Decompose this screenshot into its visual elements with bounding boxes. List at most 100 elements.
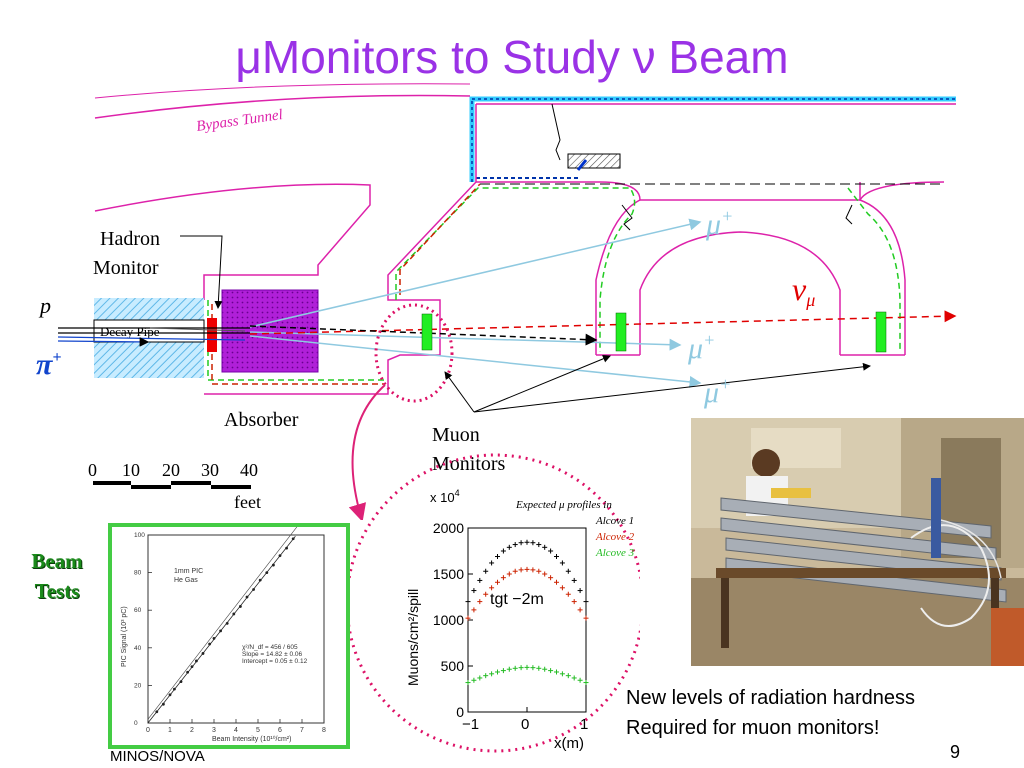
beam-plot-ylabel: PIC Signal (10³ pC) [121, 606, 128, 667]
pion-label: π+ [36, 348, 62, 381]
beam-plot-point [232, 612, 236, 616]
beam-plot-point [168, 693, 172, 697]
beam-plot-fit-line [147, 535, 296, 724]
muon-ray-lower [249, 335, 702, 388]
beam-plot-xtick-label: 1 [168, 727, 172, 734]
profile-legend-alcove-1: Alcove 1 [595, 515, 634, 527]
beam-plot-point [245, 595, 249, 599]
profile-xlabel: x(m) [554, 735, 584, 752]
svg-text:30: 30 [201, 460, 219, 480]
beam-plot-ytick-label: 20 [134, 682, 142, 689]
profile-legend-alcove-2: Alcove 2 [595, 531, 635, 543]
beam-plot-fit-band [147, 522, 301, 720]
beam-plot-xlabel: Beam Intensity (10¹⁰/cm²) [212, 735, 291, 743]
beam-plot-xtick-label: 8 [322, 727, 326, 734]
muon-label-mid: μ+ [687, 330, 715, 365]
beam-plot-ytick-label: 40 [134, 645, 142, 652]
scale-unit: feet [234, 492, 261, 512]
svg-text:20: 20 [162, 460, 180, 480]
page-number: 9 [950, 742, 961, 762]
beam-plot-point [252, 588, 256, 591]
beam-plot-point [195, 659, 198, 663]
muon-monitor-alcove-3 [875, 311, 887, 353]
beam-plot-fit [147, 522, 301, 724]
target-hall-wall [94, 183, 371, 300]
svg-text:0: 0 [88, 460, 97, 480]
muon-monitors-label-2: Monitors [432, 453, 506, 475]
detector-photo [691, 418, 1024, 666]
beam-plot-xtick-label: 5 [256, 727, 260, 734]
beam-plot-point [173, 687, 176, 691]
profile-legend-title: Expected μ profiles in [515, 499, 612, 511]
muon-ray-mid [249, 331, 682, 351]
beam-plot-point [212, 637, 216, 640]
profile-ytick-label: 1000 [433, 612, 464, 628]
neutrino-label: νμ [792, 271, 815, 310]
beam-plot-xtick-label: 6 [278, 727, 282, 734]
beam-plot-xtick-label: 0 [146, 727, 150, 734]
profile-ytick-label: 500 [441, 658, 465, 674]
muon-monitor-alcove-2 [615, 312, 627, 352]
bypass-tunnel-label: Bypass Tunnel [195, 107, 283, 135]
beam-plot-points [155, 537, 295, 714]
beam-plot-point [186, 670, 189, 674]
beam-plot-point [278, 554, 282, 558]
profile-annotation: tgt −2m [490, 591, 544, 608]
profile-multiplier: x 104 [430, 488, 460, 505]
svg-text:10: 10 [122, 460, 140, 480]
profile-frame-box [467, 527, 587, 713]
beam-plot-frame-box [147, 534, 325, 724]
profile-axes [467, 527, 587, 713]
page-title: μMonitors to Study ν Beam [235, 31, 789, 83]
beam-plot-point [285, 546, 288, 550]
tunnel-outline [469, 96, 956, 182]
beam-plot-point [291, 537, 295, 541]
beam-plot-ytick-label: 0 [134, 720, 138, 727]
profile-ylabel: Muons/cm²/spill [405, 589, 421, 686]
beam-tests-label: Beam Tests [31, 549, 83, 603]
muon-monitor-alcove-1 [421, 313, 433, 351]
scale-bar: 0 10 20 30 40 feet [88, 460, 261, 512]
profile-xtick-label: −1 [462, 716, 479, 733]
hadron-monitor-label-2: Monitor [93, 257, 159, 279]
beam-plot-point [201, 652, 205, 655]
beam-plot-xtick-label: 2 [190, 727, 194, 734]
muon-monitors-label-1: Muon [432, 424, 480, 446]
hadron-monitor [207, 318, 217, 352]
beam-plot-ytick-label: 80 [134, 570, 142, 577]
decay-pipe-label: Decay Pipe [100, 324, 160, 339]
beam-plot-xtick-label: 7 [300, 727, 304, 734]
caption: New levels of radiation hardness Require… [626, 687, 916, 739]
beam-plot-annotation-1: 1mm PIC [174, 568, 203, 575]
beam-plot-annotation-2: He Gas [174, 577, 198, 584]
profile-xtick-label: 0 [521, 716, 529, 733]
muon-label-lower: μ+ [703, 374, 731, 409]
hadron-monitor-label-1: Hadron [100, 228, 160, 250]
beam-plot-point [225, 621, 229, 625]
beam-plot-point [155, 710, 159, 714]
profile-highlight-circle [350, 453, 640, 753]
beamline-diagram: Decay Pipe Bypass Tunnel Hadron Monitor … [36, 83, 957, 520]
absorber-label: Absorber [224, 409, 299, 431]
beam-plot-point [208, 642, 211, 646]
footer-label: MINOS/NOVA [110, 748, 205, 765]
beam-plot-annotation-4: Slope = 14.82 ± 0.06 [242, 651, 303, 658]
beam-plot-annotation-5: Intercept = 0.05 ± 0.12 [242, 658, 308, 665]
svg-text:40: 40 [240, 460, 258, 480]
bypass-structure [567, 153, 621, 169]
neutrino-beam [249, 310, 957, 335]
profile-xtick-label: 1 [580, 716, 588, 733]
muon-profile-plot: x 104 Expected μ profiles in Alcove 1 Al… [350, 453, 640, 753]
alcove-1-highlight [374, 303, 454, 403]
beam-plot-axes [147, 534, 325, 724]
profile-series [465, 539, 589, 686]
beam-plot-xtick-label: 4 [234, 727, 238, 734]
bypass-tunnel-wall [94, 94, 471, 119]
beam-plot-ytick-label: 100 [134, 532, 145, 539]
beam-plot-point [179, 680, 183, 684]
detector-photo-illustration [691, 418, 1024, 666]
beam-plot-point [258, 578, 262, 582]
